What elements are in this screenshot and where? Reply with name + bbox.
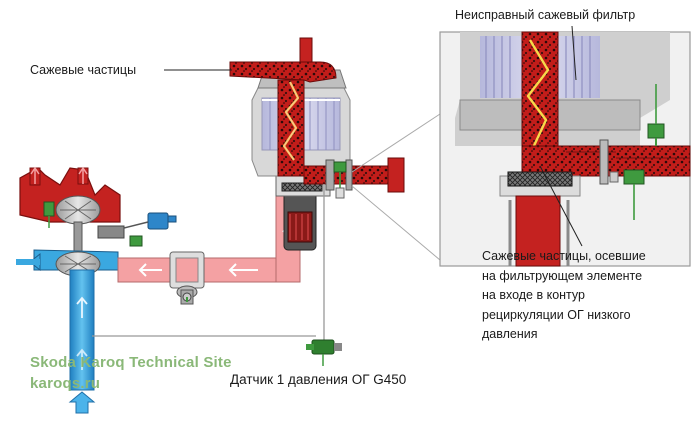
watermark-url: karoqs.ru bbox=[30, 375, 101, 392]
filter-mesh bbox=[281, 182, 323, 192]
air-inlet-arrow bbox=[68, 391, 96, 414]
turbocharger bbox=[19, 166, 177, 277]
egr-cooler bbox=[275, 175, 331, 251]
fresh-air-intake bbox=[16, 252, 96, 414]
egr-duct bbox=[117, 189, 301, 305]
sensor-g450-label: Датчик 1 давления ОГ G450 bbox=[230, 372, 407, 387]
faulty-filter-label: Неисправный сажевый фильтр bbox=[455, 8, 636, 22]
soot-filter-housing bbox=[251, 69, 351, 177]
watermark-title: Skoda Karoq Technical Site bbox=[30, 354, 232, 371]
zoom-callout-lines bbox=[351, 113, 441, 261]
deposited-line-2: на фильтрующем элементе bbox=[482, 268, 643, 283]
pressure-sensor-g450 bbox=[92, 184, 342, 366]
exhaust-soot-pipe bbox=[229, 37, 405, 193]
zoom-inset bbox=[439, 31, 691, 267]
leader-lines bbox=[164, 25, 583, 247]
deposited-line-5: давления bbox=[482, 327, 538, 341]
pressure-sensor-small bbox=[333, 161, 347, 199]
soot-particles-label: Сажевые частицы bbox=[30, 63, 137, 77]
deposited-line-1: Сажевые частицы, осевшие bbox=[482, 249, 646, 263]
inset-filter-mesh bbox=[507, 171, 573, 187]
actuator-valve bbox=[147, 212, 169, 230]
deposited-line-4: рециркуляции ОГ низкого bbox=[482, 307, 631, 322]
deposited-particles-label: Сажевые частицы, осевшие на фильтрующем … bbox=[482, 247, 700, 345]
deposited-line-3: на входе в контур bbox=[482, 288, 585, 302]
